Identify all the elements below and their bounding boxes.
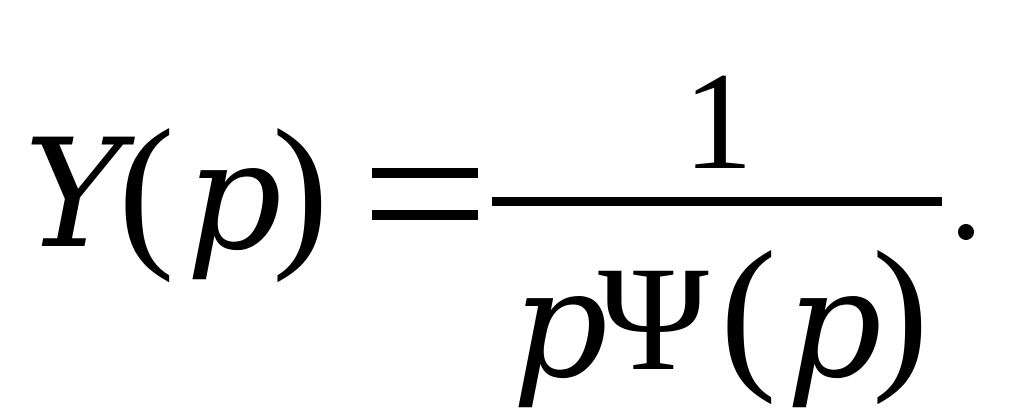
fraction-bar: [492, 197, 942, 206]
denominator-open-paren: (: [720, 217, 777, 405]
lhs-close-paren: ): [272, 95, 329, 283]
denominator-argument: p: [786, 238, 883, 412]
lhs-open-paren: (: [118, 95, 175, 283]
denominator-psi-symbol: Ψ: [598, 236, 709, 402]
lhs-function-symbol: Y: [24, 108, 124, 282]
lhs-argument: p: [186, 110, 283, 284]
denominator-factor: p: [512, 238, 609, 412]
terminating-period: [958, 224, 974, 240]
fraction-numerator: 1: [683, 44, 753, 199]
equals-sign: [372, 144, 478, 224]
denominator-close-paren: ): [872, 217, 929, 405]
